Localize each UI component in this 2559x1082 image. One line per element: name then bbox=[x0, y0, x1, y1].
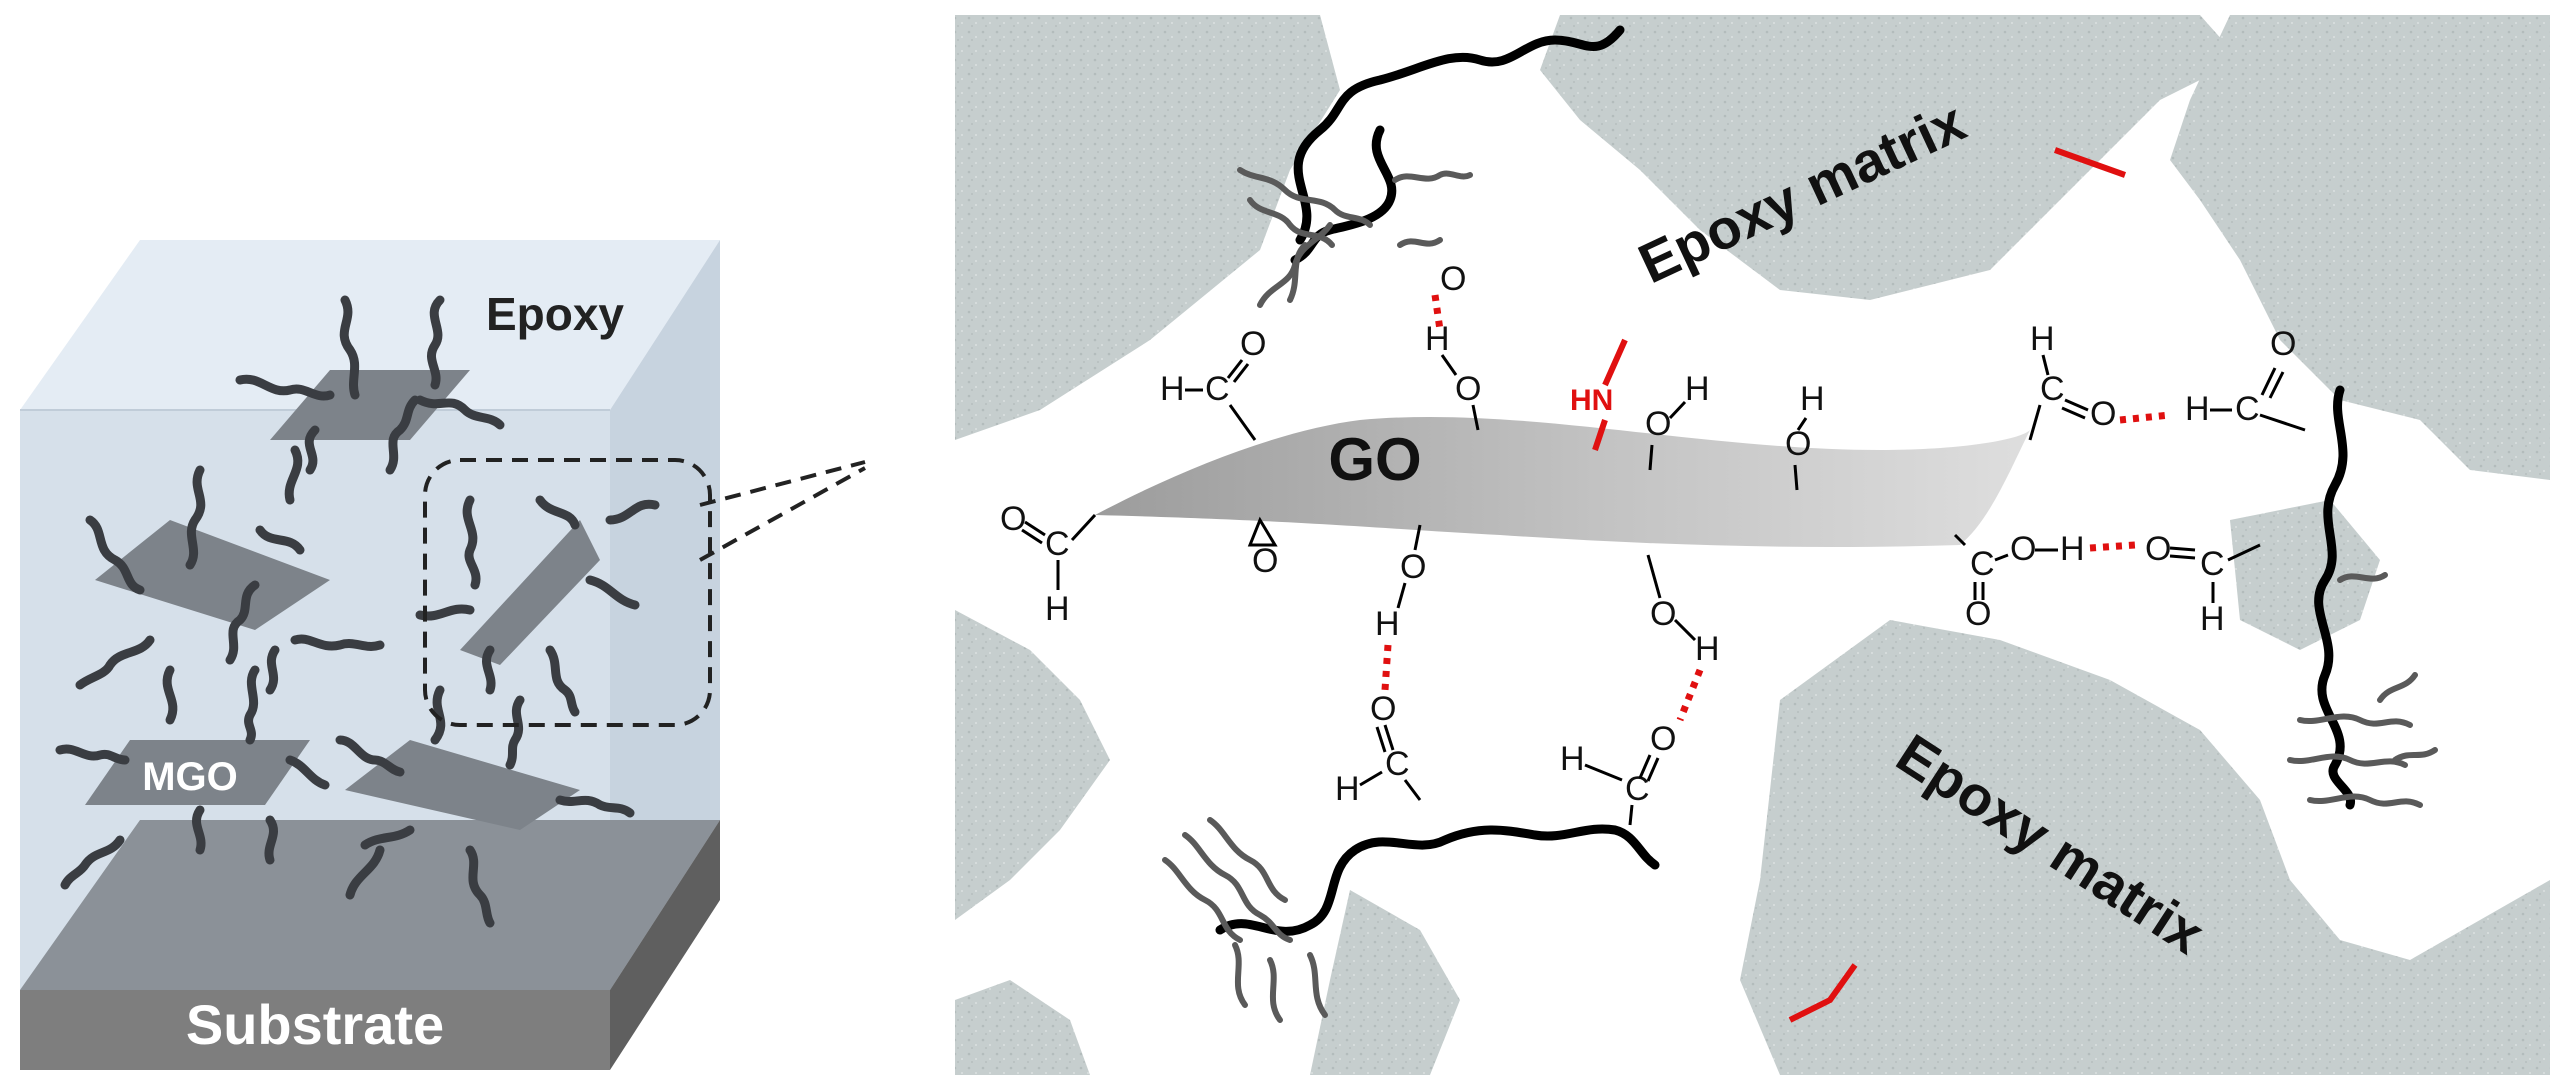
mgo-platelet-2 bbox=[75, 465, 385, 695]
atom-h: H bbox=[1685, 370, 1710, 408]
atom-h: H bbox=[2200, 600, 2225, 638]
atom-o: O bbox=[2010, 530, 2036, 568]
atom-h: H bbox=[1160, 370, 1185, 408]
atom-c: C bbox=[1205, 370, 1230, 408]
atom-o: O bbox=[1370, 690, 1396, 728]
mgo-platelet-1 bbox=[235, 295, 505, 505]
epoxy-top-face bbox=[20, 240, 720, 410]
mgo-label: MGO bbox=[142, 755, 238, 799]
amine-label: HN bbox=[1570, 384, 1613, 417]
crosslink-bond-1 bbox=[2053, 147, 2127, 178]
substrate-side-face bbox=[610, 820, 720, 1070]
zoom-line-upper bbox=[699, 460, 866, 507]
atom-o: O bbox=[1252, 542, 1278, 580]
atom-o: O bbox=[1965, 595, 1991, 633]
atom-h: H bbox=[1045, 590, 1070, 628]
crosslink-bond-2 bbox=[1788, 963, 1858, 1023]
zoom-line-lower bbox=[699, 466, 866, 562]
atom-o: O bbox=[1650, 595, 1676, 633]
atom-c: C bbox=[1970, 545, 1995, 583]
atom-o: O bbox=[1455, 370, 1481, 408]
epoxy-side-face bbox=[610, 240, 720, 990]
substrate-top-face bbox=[20, 820, 720, 990]
atom-c: C bbox=[2040, 370, 2065, 408]
polymer-chain-right bbox=[2287, 385, 2438, 810]
atom-o: O bbox=[2145, 530, 2171, 568]
go-sheet bbox=[1095, 416, 2030, 547]
polymer-chain-top bbox=[1237, 25, 1625, 308]
polymer-chain-bottom bbox=[1162, 817, 1660, 1023]
epoxy-matrix-regions bbox=[955, 15, 2550, 1075]
functional-groups: H C O O C H O O H O bbox=[1000, 260, 2306, 826]
atom-o: O bbox=[1240, 325, 1266, 363]
substrate-label: Substrate bbox=[186, 993, 444, 1056]
atom-h: H bbox=[1560, 740, 1585, 778]
go-label: GO bbox=[1328, 426, 1421, 493]
atom-o: O bbox=[1785, 425, 1811, 463]
mgo-platelet-5 bbox=[335, 685, 635, 928]
atom-c: C bbox=[2200, 545, 2225, 583]
atom-o: O bbox=[1645, 405, 1671, 443]
atom-o: O bbox=[2270, 325, 2296, 363]
atom-o: O bbox=[2090, 395, 2116, 433]
zoom-region-box bbox=[423, 458, 712, 727]
atom-h: H bbox=[2030, 320, 2055, 358]
atom-c: C bbox=[1045, 525, 1070, 563]
atom-h: H bbox=[1800, 380, 1825, 418]
substrate-block: Substrate bbox=[20, 820, 720, 1070]
atom-h: H bbox=[2185, 390, 2210, 428]
substrate-front-face bbox=[20, 990, 610, 1070]
atom-c: C bbox=[1625, 770, 1650, 808]
mgo-platelet-3 bbox=[415, 495, 660, 717]
epoxy-label: Epoxy bbox=[486, 288, 624, 340]
atom-c: C bbox=[1385, 745, 1410, 783]
atom-c: C bbox=[2235, 390, 2260, 428]
atom-h: H bbox=[1375, 605, 1400, 643]
mgo-platelet-4: MGO bbox=[55, 665, 330, 890]
atom-h: H bbox=[2060, 530, 2085, 568]
detail-panel: Epoxy matrix Epoxy matrix GO bbox=[955, 15, 2550, 1075]
atom-o: O bbox=[1000, 500, 1026, 538]
atom-h: H bbox=[1695, 630, 1720, 668]
atom-o: O bbox=[1650, 720, 1676, 758]
atom-o: O bbox=[1440, 260, 1466, 298]
atom-h: H bbox=[1335, 770, 1360, 808]
atom-o: O bbox=[1400, 548, 1426, 586]
